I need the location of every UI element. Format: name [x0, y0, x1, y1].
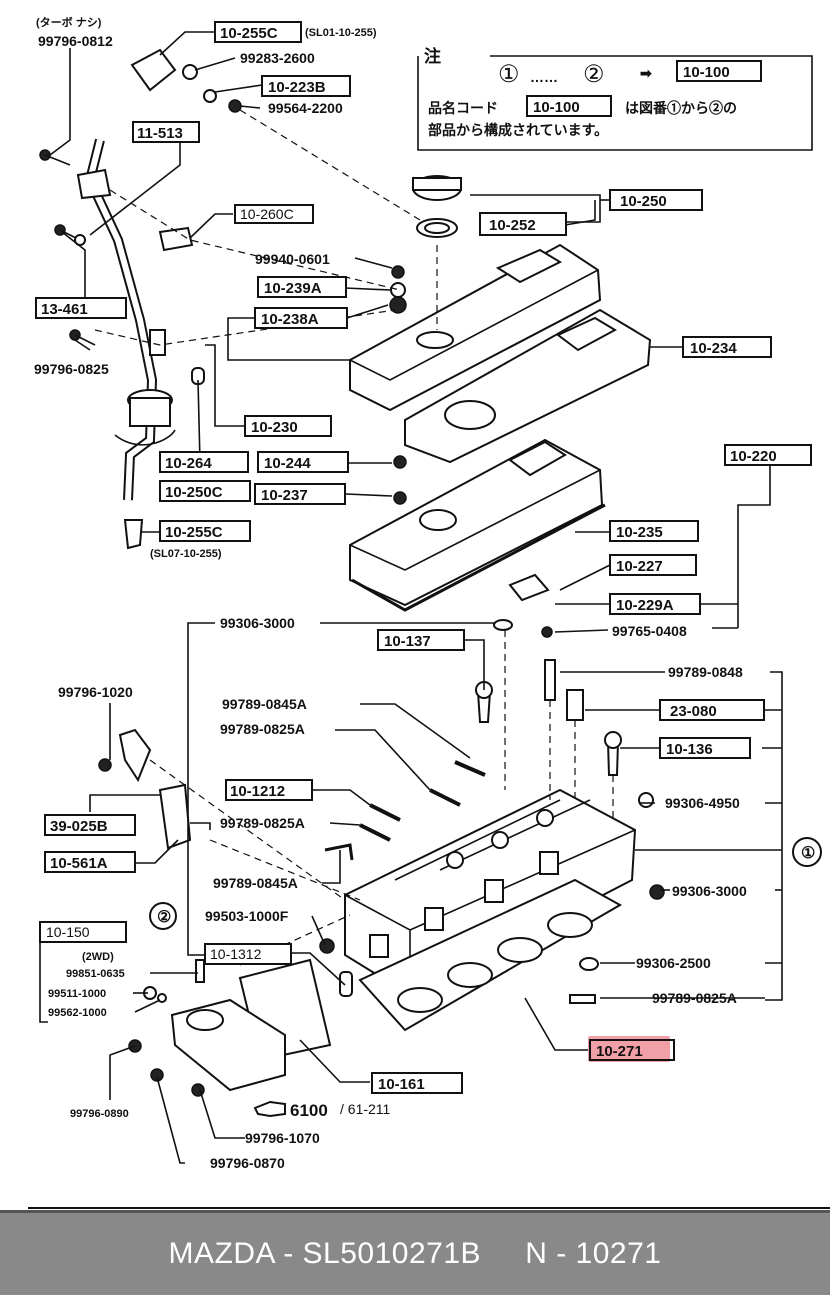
leader-lines	[39, 31, 783, 1164]
footer-bar: MAZDA - SL5010271B N - 10271	[0, 1210, 830, 1295]
note-arrow: ➡	[640, 65, 652, 81]
label-ref-6100: 6100	[290, 1101, 328, 1120]
label-99796-0812: 99796-0812	[38, 33, 113, 49]
label-13-461: 13-461	[41, 301, 88, 318]
valve-covers	[349, 175, 652, 638]
label-10-220: 10-220	[730, 448, 777, 465]
label-10-223B: 10-223B	[268, 79, 326, 96]
label-10-227: 10-227	[616, 558, 663, 575]
label-99940-0601: 99940-0601	[255, 251, 330, 267]
label-10-230: 10-230	[251, 419, 298, 436]
note-box: 注 ① …… ② ➡ 10-100 品名コード 10-100 は図番①から②の …	[417, 46, 813, 151]
label-99789-0825A-1: 99789-0825A	[220, 721, 305, 737]
label-99789-0845A-2: 99789-0845A	[213, 875, 298, 891]
label-10-271: 10-271	[596, 1043, 643, 1060]
label-99562-1000: 99562-1000	[48, 1007, 107, 1019]
label-99796-0890: 99796-0890	[70, 1108, 129, 1120]
label-99306-3000-top: 99306-3000	[220, 615, 295, 631]
part-number-caption: MAZDA - SL5010271B N - 10271	[168, 1237, 662, 1270]
label-10-250C: 10-250C	[165, 484, 223, 501]
dipstick-assembly	[39, 48, 242, 550]
label-10-237: 10-237	[261, 487, 308, 504]
label-99796-0825: 99796-0825	[34, 361, 109, 377]
highlight-box	[588, 1036, 670, 1062]
label-10-239A: 10-239A	[264, 280, 322, 297]
label-10-235: 10-235	[616, 524, 663, 541]
note-dots: ……	[530, 69, 558, 85]
label-99306-3000-bot: 99306-3000	[672, 883, 747, 899]
label-ref-61-211: / 61-211	[340, 1101, 391, 1117]
note-title: 注	[424, 46, 441, 66]
pointing-hand-icon	[253, 1100, 286, 1118]
label-10-1212: 10-1212	[230, 783, 285, 800]
label-10-561A: 10-561A	[50, 855, 108, 872]
label-turbo-note: (ターボ ナシ)	[36, 15, 102, 29]
circle-label-1: ①	[801, 845, 815, 862]
label-10-234: 10-234	[690, 340, 737, 357]
label-sl07: (SL07-10-255)	[150, 548, 222, 560]
label-99765-0408: 99765-0408	[612, 623, 687, 639]
note-row3: 部品から構成されています。	[428, 122, 608, 138]
label-39-025B: 39-025B	[50, 818, 108, 835]
label-99511-1000: 99511-1000	[48, 988, 106, 1000]
label-99789-0825A-2: 99789-0825A	[220, 815, 305, 831]
label-10-264: 10-264	[165, 455, 212, 472]
note-box-label-2: 10-100	[533, 99, 580, 116]
label-99796-1020: 99796-1020	[58, 684, 133, 700]
label-10-252: 10-252	[489, 217, 536, 234]
note-circle-2: ②	[583, 61, 605, 88]
label-99306-4950: 99306-4950	[665, 795, 740, 811]
label-10-161: 10-161	[378, 1076, 425, 1093]
label-2wd: (2WD)	[82, 951, 114, 963]
label-10-238A: 10-238A	[261, 311, 319, 328]
cylinder-head	[319, 659, 665, 1032]
label-99796-1070: 99796-1070	[245, 1130, 320, 1146]
label-23-080: 23-080	[670, 703, 717, 720]
label-99503-1000F: 99503-1000F	[205, 908, 289, 924]
label-99796-0870: 99796-0870	[210, 1155, 285, 1171]
callout-labels: (ターボ ナシ) 99796-0812 10-255C (SL01-10-255…	[34, 15, 822, 1171]
note-box-label-1: 10-100	[683, 64, 730, 81]
label-10-150: 10-150	[46, 924, 90, 940]
label-99789-0825A-3: 99789-0825A	[652, 990, 737, 1006]
label-99306-2500: 99306-2500	[636, 955, 711, 971]
label-10-1312: 10-1312	[210, 946, 262, 962]
parts-diagram: 注 ① …… ② ➡ 10-100 品名コード 10-100 は図番①から②の …	[28, 15, 830, 1209]
label-10-260C: 10-260C	[240, 206, 294, 222]
note-row2-text: は図番①から②の	[625, 100, 737, 116]
note-row2-prefix: 品名コード	[428, 100, 498, 116]
circle-label-2: ②	[157, 909, 171, 926]
label-sl01: (SL01-10-255)	[305, 27, 377, 39]
label-10-229A: 10-229A	[616, 597, 674, 614]
label-99564-2200: 99564-2200	[268, 100, 343, 116]
note-circle-1: ①	[498, 61, 520, 88]
label-10-244: 10-244	[264, 455, 311, 472]
label-99851-0635: 99851-0635	[66, 968, 125, 980]
label-99789-0848: 99789-0848	[668, 664, 743, 680]
bracket-parts	[98, 728, 192, 850]
label-10-255C-bot: 10-255C	[165, 524, 223, 541]
label-99283-2600: 99283-2600	[240, 50, 315, 66]
label-11-513: 11-513	[137, 125, 183, 142]
water-outlet	[128, 958, 332, 1097]
label-10-136: 10-136	[666, 741, 713, 758]
label-10-137: 10-137	[384, 633, 431, 650]
label-10-255C-top: 10-255C	[220, 25, 278, 42]
highlight-10-271	[588, 1036, 670, 1062]
label-10-250: 10-250	[620, 193, 667, 210]
label-99789-0845A-1: 99789-0845A	[222, 696, 307, 712]
